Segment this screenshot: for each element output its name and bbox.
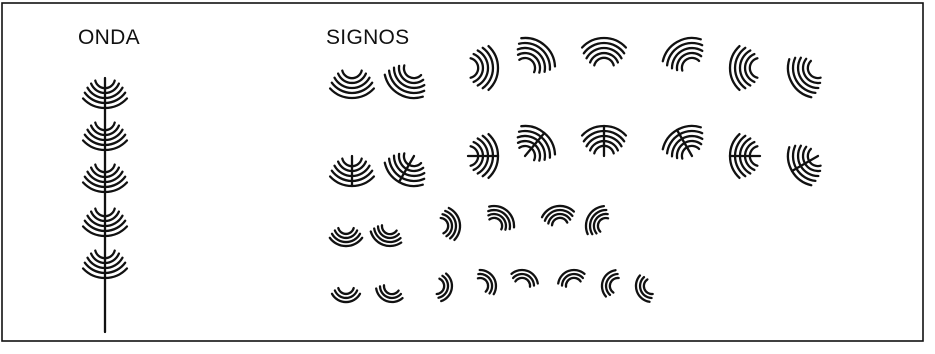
- signo-r3-c5: [542, 206, 574, 225]
- signo-r2-c7: [730, 134, 760, 178]
- signo-r3-c1: [330, 228, 362, 246]
- signo-r2-c6: [663, 126, 703, 159]
- signo-r1-c2: [385, 65, 425, 98]
- signos-grid: [330, 38, 821, 302]
- signo-r1-c3: [471, 46, 498, 90]
- signo-r4-c2: [376, 285, 402, 302]
- signo-r4-c8: [636, 276, 653, 302]
- signo-r4-c4: [478, 270, 496, 294]
- signo-r2-c8: [788, 146, 821, 186]
- signo-r2-c4: [518, 126, 555, 161]
- signo-r1-c4: [518, 38, 555, 73]
- signo-r3-c4: [488, 206, 514, 230]
- signo-r1-c8: [788, 58, 821, 97]
- signo-r2-c2: [385, 153, 425, 186]
- signo-r3-c2: [371, 225, 401, 246]
- signo-r3-c3: [441, 208, 460, 240]
- signo-r2-c3: [468, 134, 498, 178]
- signo-r3-c6: [586, 206, 608, 234]
- signo-r1-c6: [663, 38, 703, 71]
- signo-r4-c7: [602, 270, 619, 296]
- signos-heading: SIGNOS: [326, 26, 409, 50]
- signo-r1-c1: [330, 71, 374, 98]
- signo-r4-c5: [512, 270, 538, 287]
- signo-r4-c6: [558, 270, 584, 287]
- signo-r4-c3: [437, 274, 452, 302]
- signo-r4-c1: [332, 288, 360, 302]
- onda-heading: ONDA: [78, 26, 140, 50]
- signo-r1-c7: [730, 46, 757, 90]
- signo-r1-c5: [582, 38, 626, 65]
- figure-frame: [2, 3, 923, 341]
- signo-r2-c5: [582, 126, 626, 156]
- signo-r2-c1: [330, 156, 374, 186]
